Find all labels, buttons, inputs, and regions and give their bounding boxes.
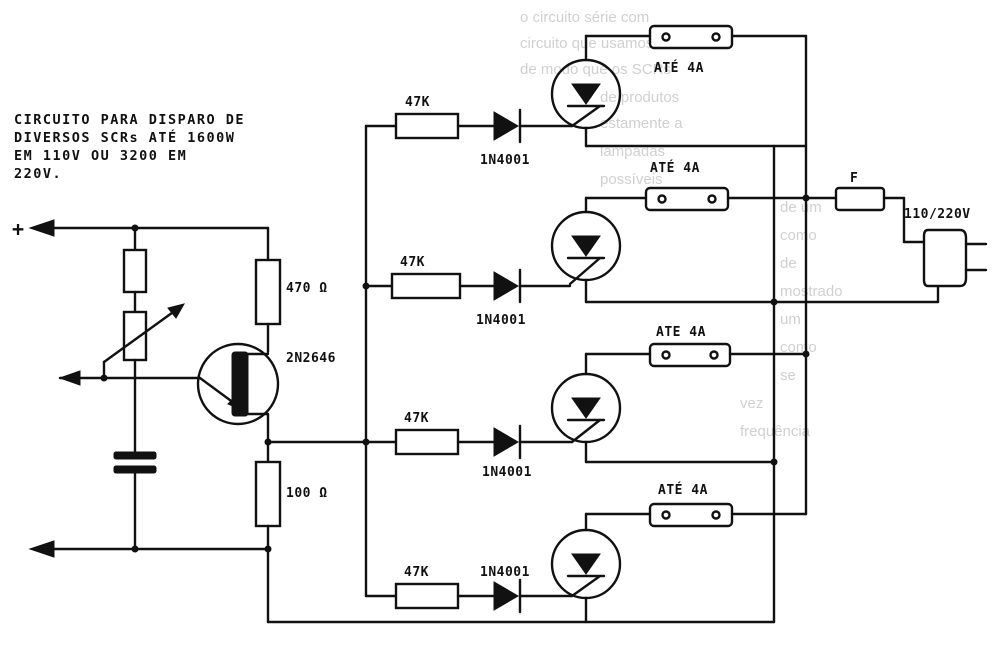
channel-3-diode-label: 1N4001 — [482, 465, 532, 480]
svg-text:de produtos: de produtos — [600, 89, 679, 106]
resistor-470 — [254, 258, 282, 326]
mains-input: F 110/220V — [834, 171, 988, 304]
svg-text:possíveis: possíveis — [600, 171, 663, 188]
channel-3: 47K 1N4001 ATE 4A — [364, 325, 808, 480]
title-line-1: CIRCUITO PARA DISPARO DE — [14, 112, 245, 128]
plus-terminal-label: + — [12, 217, 25, 241]
channel-1: 47K 1N4001 ATÉ 4A — [364, 24, 808, 168]
channel-1-diode — [493, 111, 519, 141]
trim-potentiometer — [122, 310, 148, 362]
negative-rail — [28, 540, 272, 558]
fuse-label: F — [850, 171, 858, 186]
negative-arrow-icon — [28, 540, 55, 558]
positive-rail: + — [12, 217, 270, 241]
channel-3-resistor-label: 47K — [404, 411, 429, 426]
svg-text:de modo que os SCRs: de modo que os SCRs — [520, 61, 671, 78]
channel-4: 47K 1N4001 ATÉ 4A — [364, 482, 808, 624]
channel-2-load-label: ATÉ 4A — [650, 160, 700, 176]
svg-text:estamente a: estamente a — [600, 115, 683, 132]
svg-text:mostrado: mostrado — [780, 283, 843, 300]
fuse — [834, 186, 886, 212]
channel-2-resistor — [390, 272, 462, 300]
channel-2-scr-triangle — [571, 235, 601, 257]
ujt-emitter-arrow-icon — [227, 395, 243, 411]
channel-1-scr-triangle — [571, 83, 601, 105]
title-line-4: 220V. — [14, 166, 62, 182]
channel-2-diode — [493, 271, 519, 301]
pot-adjust-arrow-icon — [167, 303, 186, 319]
channel-3-scr-triangle — [571, 397, 601, 419]
channel-1-resistor-label: 47K — [405, 95, 430, 110]
resistor-100 — [254, 460, 282, 528]
svg-text:de: de — [780, 255, 797, 272]
channel-1-diode-label: 1N4001 — [480, 153, 530, 168]
title-line-3: EM 110V OU 3200 EM — [14, 148, 187, 164]
channel-3-load-label: ATE 4A — [656, 325, 706, 340]
mains-plug-icon — [922, 228, 968, 288]
channel-2: 47K 1N4001 ATÉ 4A — [364, 160, 940, 328]
channel-3-diode — [493, 427, 519, 457]
channel-2-diode-label: 1N4001 — [476, 313, 526, 328]
ujt-label: 2N2646 — [286, 351, 336, 366]
channel-4-resistor — [394, 582, 460, 610]
timing-resistor — [122, 248, 148, 294]
svg-text:como: como — [780, 227, 817, 244]
output-buses — [770, 34, 810, 624]
gate-bus — [362, 124, 370, 598]
svg-text:vez: vez — [740, 395, 763, 412]
output-arrow-icon — [58, 370, 81, 386]
channel-1-resistor — [394, 112, 460, 140]
capacitor-plate-top — [113, 451, 157, 460]
positive-arrow-icon — [28, 219, 55, 237]
ujt-transistor — [196, 342, 280, 426]
channel-4-diode — [493, 581, 519, 611]
resistor-100-label: 100 Ω — [286, 486, 328, 501]
circuit-title: CIRCUITO PARA DISPARO DE DIVERSOS SCRs A… — [14, 112, 245, 182]
svg-text:se: se — [780, 367, 796, 384]
title-line-2: DIVERSOS SCRs ATÉ 1600W — [14, 129, 235, 146]
svg-text:o circuito série com: o circuito série com — [520, 9, 649, 26]
channel-4-resistor-label: 47K — [404, 565, 429, 580]
svg-text:circuito que usamos uma: circuito que usamos uma — [520, 35, 687, 52]
channel-2-resistor-label: 47K — [400, 255, 425, 270]
svg-text:lampadas: lampadas — [600, 143, 665, 160]
resistor-470-label: 470 Ω — [286, 281, 328, 296]
mains-voltage-label: 110/220V — [904, 207, 971, 222]
channel-4-scr-triangle — [571, 553, 601, 575]
channel-1-load-label: ATÉ 4A — [654, 60, 704, 76]
channel-4-diode-label: 1N4001 — [480, 565, 530, 580]
svg-text:um: um — [780, 311, 801, 328]
channel-4-load-label: ATÉ 4A — [658, 482, 708, 498]
timing-network — [58, 226, 202, 551]
ujt-branch: 470 Ω 2N2646 100 Ω — [196, 226, 776, 624]
channel-3-resistor — [394, 428, 460, 456]
svg-text:de um: de um — [780, 199, 822, 216]
svg-text:frequência: frequência — [740, 423, 811, 440]
